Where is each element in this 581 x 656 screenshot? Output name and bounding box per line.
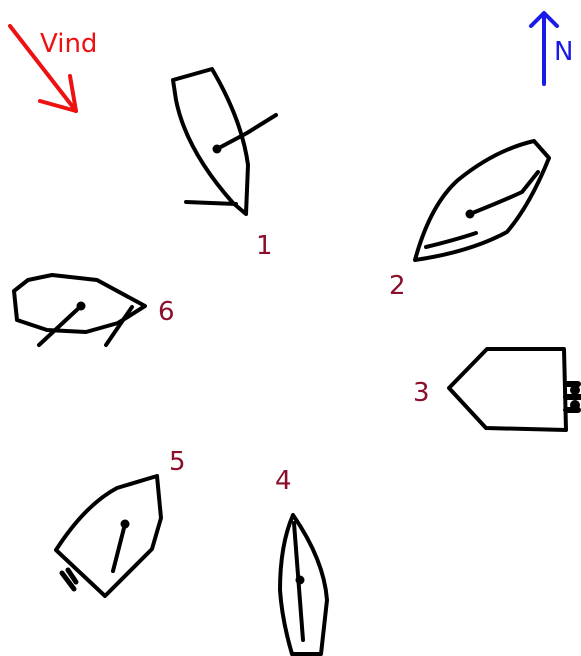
- boat-5-label: 5: [169, 447, 186, 477]
- north-label: N: [554, 37, 573, 67]
- boat-3: [449, 349, 580, 430]
- wind-arrow: Vind: [10, 26, 97, 111]
- boat-1-mast: [213, 145, 222, 154]
- boat-6: [14, 275, 145, 345]
- boat-2: [415, 141, 549, 260]
- boat-5: [56, 476, 161, 596]
- boat-2-boom: [426, 233, 476, 247]
- boat-1-hull: [173, 69, 248, 214]
- boat-6-sail: [39, 306, 81, 345]
- boat-6-label: 6: [158, 297, 175, 327]
- boat-3-hull: [449, 349, 566, 430]
- wind-label: Vind: [40, 29, 97, 59]
- boat-3-rudder-knot: [570, 385, 580, 395]
- boat-2-label: 2: [389, 271, 406, 301]
- boat-2-mast: [466, 210, 475, 219]
- boat-6-mast: [77, 302, 86, 311]
- boat-4-mast: [296, 576, 305, 585]
- boat-4: [280, 515, 327, 654]
- boat-5-rudder: [62, 570, 76, 589]
- boat-1-sail: [217, 115, 276, 149]
- boat-3-rudder-knot: [570, 400, 580, 410]
- boat-1: [173, 69, 276, 214]
- north-arrow: N: [531, 13, 573, 84]
- boat-1-boom: [186, 202, 236, 204]
- boat-2-sail: [470, 172, 538, 214]
- boat-4-label: 4: [275, 466, 292, 496]
- boat-2-hull: [415, 141, 549, 260]
- boat-5-sail: [113, 524, 125, 571]
- boat-5-mast: [121, 520, 130, 529]
- boat-1-label: 1: [256, 231, 273, 261]
- boat-3-label: 3: [413, 378, 430, 408]
